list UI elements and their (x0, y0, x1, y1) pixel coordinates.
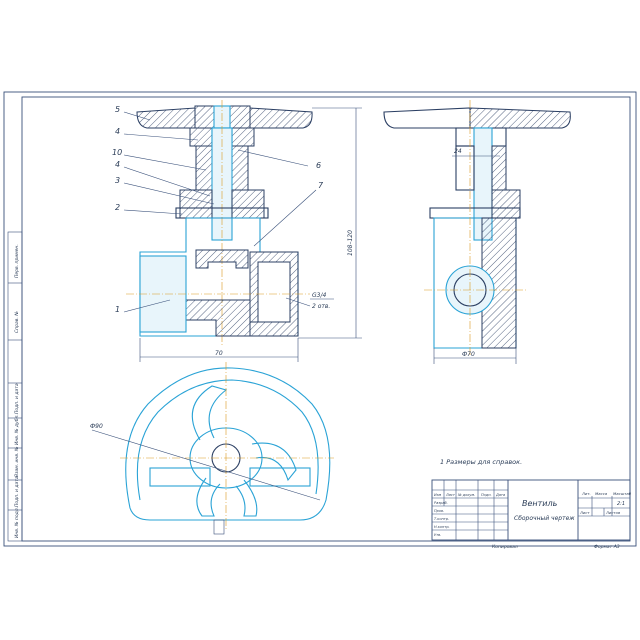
wheel-spoke-3 (196, 477, 221, 517)
side-small-dim: 24 (454, 148, 462, 155)
callout-5: 5 (115, 105, 120, 114)
handwheel-right (249, 107, 313, 129)
bonnet-left (179, 189, 213, 219)
wheel-spoke-2 (251, 442, 297, 482)
general-note: 1 Размеры для справок. (440, 458, 522, 466)
strip-podp-data-1: Подп. и дата (14, 383, 20, 414)
inner-frame (21, 96, 631, 542)
strip-inv-podl: Инв. № подл. (14, 507, 20, 538)
tb-ndoc: № докум. (457, 493, 475, 497)
tb-prov: Пров. (434, 509, 444, 513)
callout-6: 6 (316, 161, 321, 170)
tb-col-scale: Масштаб (613, 491, 632, 496)
format-label: Формат А3 (594, 544, 620, 550)
tb-razrab: Разраб. (434, 501, 448, 505)
callout-2: 2 (115, 203, 120, 212)
tb-utv: Утв. (434, 533, 441, 537)
tb-podp: Подп. (481, 493, 492, 497)
side-packing-right (491, 145, 507, 191)
diameter-leader (91, 429, 321, 501)
diameter-dim: Ф90 (90, 423, 103, 430)
body-seat (195, 249, 249, 269)
front-section-view: 5 4 10 4 3 2 1 6 7 G3/4 2 отв. 108–120 7… (112, 100, 362, 362)
callout-4a: 4 (115, 127, 120, 136)
callout-3: 3 (115, 176, 120, 185)
title-block: Изм Лист № докум. Подп. Дата Разраб. Про… (431, 479, 632, 541)
tb-nkontr: Н.контр. (434, 525, 450, 529)
strip-sprav: Справ. № (14, 311, 20, 333)
thread-note: 2 отв. (312, 303, 330, 310)
height-dim: 108–120 (347, 230, 354, 256)
tb-col-sheets: Листов (605, 510, 621, 515)
copied-label: Копировал (492, 544, 518, 550)
tb-col-lit: Лит. (581, 491, 591, 496)
tb-subtitle: Сборочный чертеж (514, 515, 575, 522)
body-bottom (185, 299, 251, 337)
tb-scale-value: 2:1 (617, 501, 625, 507)
callout-1: 1 (115, 305, 120, 314)
leader-lines (123, 111, 317, 313)
tb-col-mass: Масса (595, 491, 608, 496)
side-view: 24 Ф70 (383, 100, 571, 364)
tb-col-sheet: Лист (579, 510, 590, 515)
tb-tkontr: Т.контр. (434, 517, 449, 521)
width-dim: 70 (215, 350, 223, 357)
tb-title: Вентиль (522, 499, 558, 508)
tb-data: Дата (495, 493, 505, 497)
strip-vzam-inv: Взам. инв. № (14, 446, 20, 477)
top-view: Ф90 (90, 362, 334, 535)
bonnet-right (231, 189, 265, 219)
callout-4b: 4 (115, 160, 120, 169)
side-strip: Перв. примен. Справ. № Подп. и дата Инв.… (7, 231, 23, 542)
body-wall-right (249, 251, 299, 337)
tb-izm: Изм (434, 493, 441, 497)
side-handwheel-left (383, 107, 471, 129)
tb-list: Лист (445, 493, 456, 497)
callout-7: 7 (318, 181, 324, 190)
side-width-dim: Ф70 (462, 351, 475, 358)
outer-border (3, 91, 637, 547)
strip-inv-dubl: Инв. № дубл. (14, 414, 20, 445)
wheel-spoke-1 (191, 385, 228, 441)
strip-perv-primen: Перв. примен. (14, 244, 20, 278)
strip-podp-data-2: Подп. и дата (14, 476, 20, 507)
wheel-spoke-4 (235, 479, 258, 517)
side-handwheel-right (469, 107, 571, 129)
wheel-outer (125, 367, 331, 521)
callout-10: 10 (112, 148, 122, 157)
thread-dim: G3/4 (312, 292, 326, 299)
handwheel-left (136, 107, 196, 129)
